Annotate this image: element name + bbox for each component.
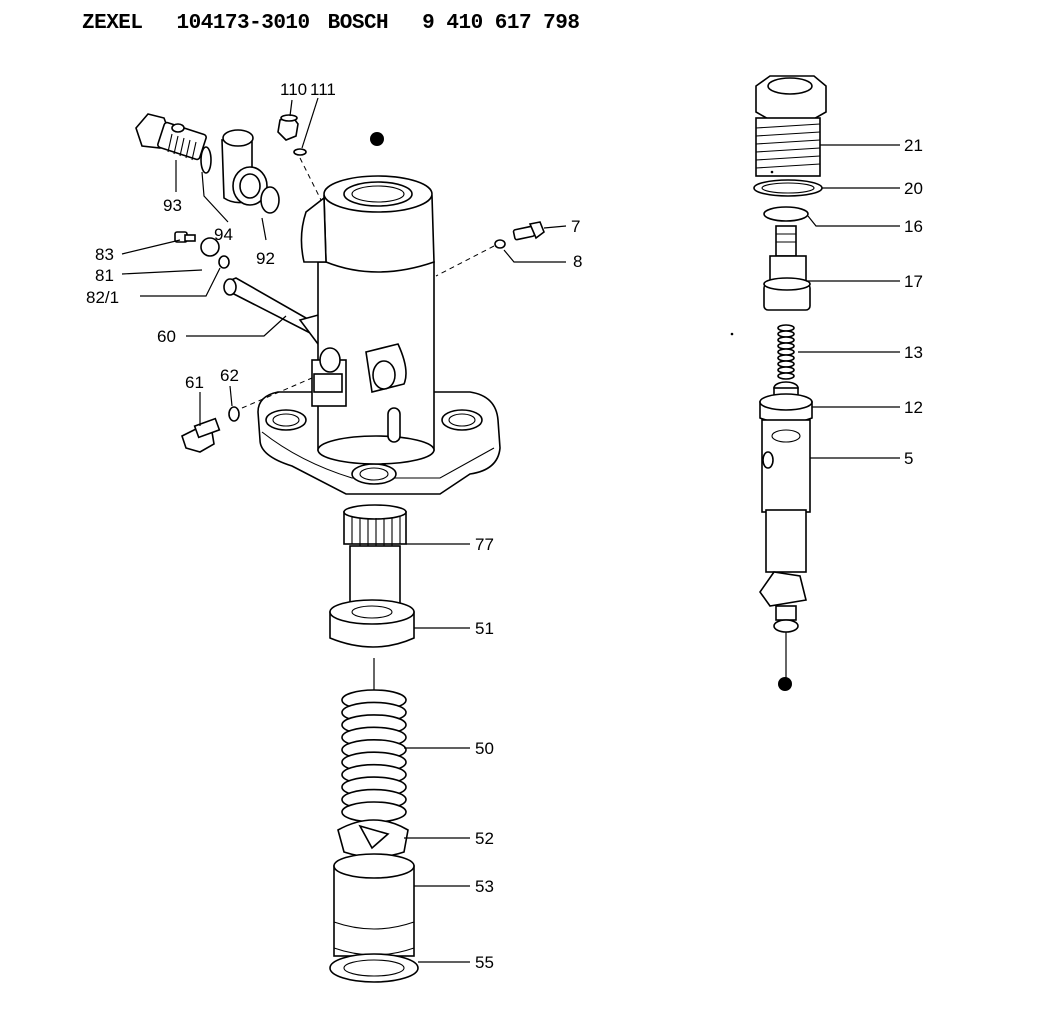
label-92: 92 [256,249,275,268]
label-52: 52 [475,829,494,848]
label-17: 17 [904,272,923,291]
label-16: 16 [904,217,923,236]
part-17-delivery-valve [763,225,811,311]
part-12-element-flange [759,381,813,424]
label-111: 111 [310,80,336,99]
leader-lines [121,97,900,963]
spring-coil [777,336,795,344]
label-21: 21 [904,136,923,155]
part-7-screw [512,221,545,241]
label-110: 110 [280,80,307,99]
label-61: 61 [185,373,204,392]
label-93: 93 [163,196,182,215]
label-51: 51 [475,619,494,638]
part-21-valve-holder [755,75,827,177]
zexel-part-number: 104173-3010 [176,12,311,35]
part-93-banjo-bolt [135,113,207,161]
reference-dot-bottom [778,677,792,691]
pump-housing [257,175,501,495]
label-13: 13 [904,343,923,362]
part-16-gasket [763,206,809,222]
spring-coil [777,360,795,368]
reference-dot-top [370,132,384,146]
label-7: 7 [571,217,580,236]
bosch-part-number: 9 410 617 798 [422,12,580,35]
label-82-1: 82/1 [86,288,119,307]
spring-coil [341,801,407,823]
part-53-tappet [329,853,419,983]
part-51-spring-seat [329,599,415,648]
label-5: 5 [904,449,913,468]
label-53: 53 [475,877,494,896]
part-92-o-ring [260,186,280,214]
label-20: 20 [904,179,923,198]
spring-coil [777,372,795,380]
part-13-spring [777,324,795,380]
label-83: 83 [95,245,114,264]
maker-bosch: BOSCH [327,12,389,35]
part-5-plunger-barrel [759,419,811,633]
part-94-washer [200,146,212,174]
spring-coil [777,330,795,338]
spring-coil [777,348,795,356]
part-20-o-ring [753,179,823,197]
spring-coil [777,342,795,350]
label-81: 81 [95,266,114,285]
part-labels: 110 111 93 94 92 83 81 82/1 60 61 62 7 8… [86,80,923,972]
label-77: 77 [475,535,494,554]
banjo-fitting [221,129,268,206]
spring-coil [777,366,795,374]
label-60: 60 [157,327,176,346]
label-50: 50 [475,739,494,758]
diagram-header: ZEXEL 104173-3010 BOSCH 9 410 617 798 [82,12,613,42]
part-62-washer [228,406,240,422]
part-83-screw [174,231,196,243]
label-55: 55 [475,953,494,972]
part-50-spring [341,689,407,823]
part-110-bleed-screw [277,114,299,141]
spring-coil [777,324,795,332]
part-81-ball [200,237,220,257]
part-82-1-washer [218,255,230,269]
part-111-washer [293,148,307,156]
label-8: 8 [573,252,582,271]
label-12: 12 [904,398,923,417]
part-8-washer [494,239,506,249]
spring-coil [777,354,795,362]
maker-zexel: ZEXEL [82,12,143,35]
label-94: 94 [214,225,233,244]
label-62: 62 [220,366,239,385]
part-61-screw [181,417,221,453]
part-52-lower-spring-seat [337,819,409,858]
